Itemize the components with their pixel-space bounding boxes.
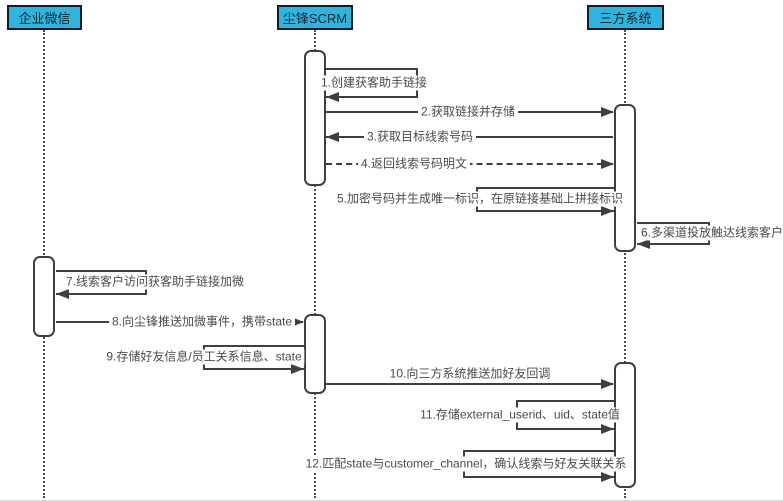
lifeline-third-party — [624, 30, 626, 498]
lifeline-scrm — [314, 30, 316, 498]
participant-third-party-label: 三方系统 — [599, 11, 652, 26]
participant-wechat: 企业微信 — [7, 5, 82, 30]
message-10-arrowhead-right — [601, 379, 614, 389]
message-3-arrowhead-left — [326, 132, 339, 142]
participant-scrm: 尘锋SCRM — [277, 5, 353, 30]
message-1-arrowhead-left — [326, 92, 339, 102]
message-5-arrowhead-right — [601, 206, 614, 216]
message-2-arrowhead-right — [601, 107, 614, 117]
message-9-arrowhead-right — [291, 364, 304, 374]
message-11-arrowhead-right — [601, 424, 614, 434]
message-11-label: 11.存储external_userid、uid、state值 — [417, 407, 623, 423]
message-10-label: 10.向三方系统推送加好友回调 — [386, 366, 554, 382]
participant-third-party: 三方系统 — [587, 5, 664, 30]
message-10-line — [326, 383, 613, 385]
message-7-arrowhead-left — [56, 289, 69, 299]
participant-wechat-label: 企业微信 — [18, 11, 71, 26]
message-4-label: 4.返回线索号码明文 — [357, 156, 471, 172]
message-6-label: 6.多渠道投放触达线索客户 — [637, 225, 783, 241]
message-9-label: 9.存储好友信息/员工关系信息、state — [103, 349, 305, 365]
activation-bar-scrm-1 — [304, 50, 326, 186]
activation-bar-wechat-1 — [33, 256, 55, 337]
message-2-label: 2.获取链接并存储 — [417, 104, 519, 120]
message-3-label: 3.获取目标线索号码 — [363, 129, 477, 145]
message-1-label: 1.创建获客助手链接 — [317, 75, 431, 91]
message-5-label: 5.加密号码并生成唯一标识，在原链接基础上拼接标识 — [333, 191, 627, 207]
message-12-label: 12.匹配state与customer_channel，确认线索与好友关联关系 — [302, 456, 630, 472]
message-6-arrowhead-left — [637, 239, 650, 249]
message-8-label: 8.向尘锋推送加微事件，携带state — [108, 314, 296, 330]
message-8-arrowhead-right — [291, 317, 304, 327]
activation-bar-third-1 — [614, 104, 636, 252]
message-4-arrowhead-right — [601, 159, 614, 169]
activation-bar-scrm-2 — [304, 314, 326, 394]
message-7-label: 7.线索客户访问获客助手链接加微 — [62, 274, 248, 290]
participant-scrm-label: 尘锋SCRM — [282, 11, 348, 26]
message-12-arrowhead-right — [601, 472, 614, 482]
